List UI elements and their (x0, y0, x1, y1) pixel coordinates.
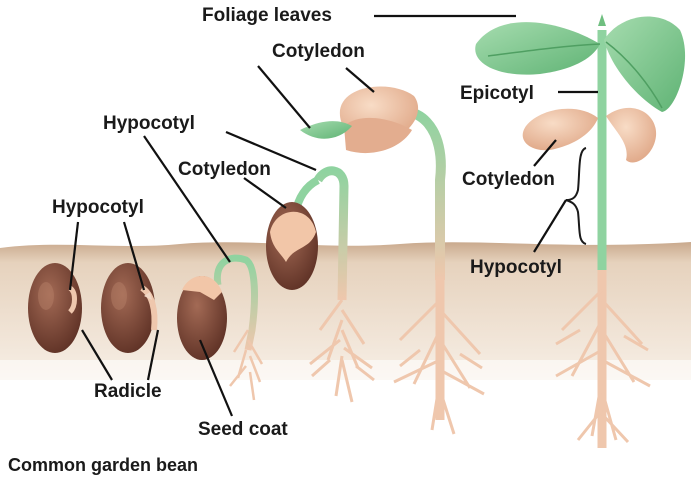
label-cotyledon-top: Cotyledon (272, 41, 365, 62)
seedling-stage-3 (177, 254, 264, 401)
label-hypocotyl-mid: Hypocotyl (103, 113, 195, 134)
seedling-stage-6 (475, 14, 686, 448)
label-foliage-leaves: Foliage leaves (202, 5, 332, 26)
label-seed-coat: Seed coat (198, 419, 288, 440)
label-hypocotyl-left: Hypocotyl (52, 197, 144, 218)
seedling-stage-4 (266, 166, 375, 403)
label-epicotyl: Epicotyl (460, 83, 534, 104)
seedling-stage-5 (300, 86, 485, 435)
leader-lines (68, 14, 598, 417)
seed-stage-2 (101, 263, 158, 353)
seed-stage-1 (28, 263, 82, 353)
label-cotyledon-mid: Cotyledon (178, 159, 271, 180)
label-cotyledon-right: Cotyledon (462, 169, 555, 190)
soil-band (0, 242, 691, 380)
label-radicle: Radicle (94, 381, 162, 402)
label-hypocotyl-right: Hypocotyl (470, 257, 562, 278)
figure-caption: Common garden bean (8, 455, 199, 475)
